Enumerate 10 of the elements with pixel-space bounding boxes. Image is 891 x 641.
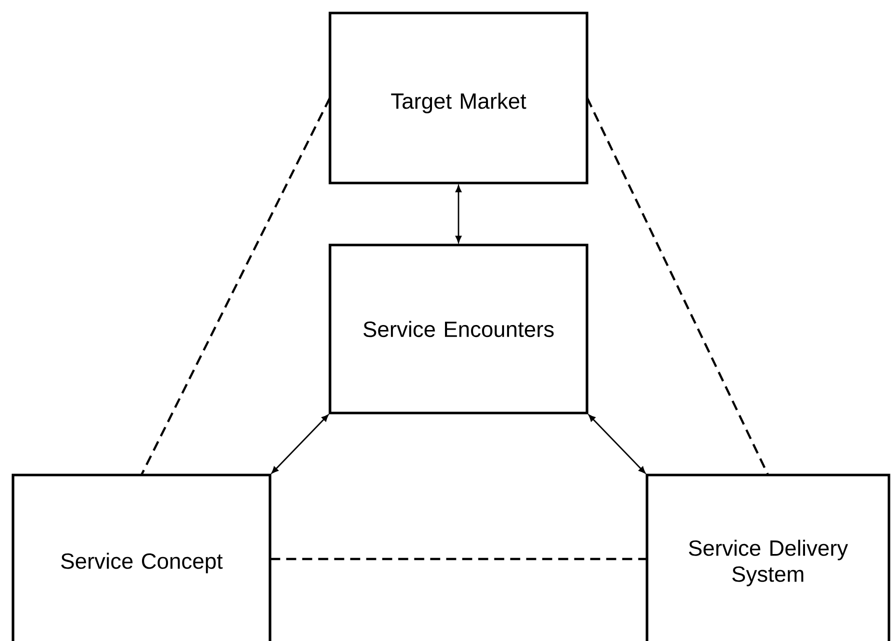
- dashed-line: [270, 558, 647, 560]
- arrow: [456, 185, 462, 243]
- dashed-line: [140, 98, 331, 476]
- process-box: Service Concept: [12, 474, 272, 641]
- arrow: [271, 414, 329, 474]
- process-box: Target Market: [328, 12, 588, 184]
- process-box: Service Delivery System: [646, 474, 890, 641]
- process-box: Service Encounters: [328, 244, 588, 414]
- arrow: [588, 414, 646, 474]
- dashed-line: [586, 98, 769, 476]
